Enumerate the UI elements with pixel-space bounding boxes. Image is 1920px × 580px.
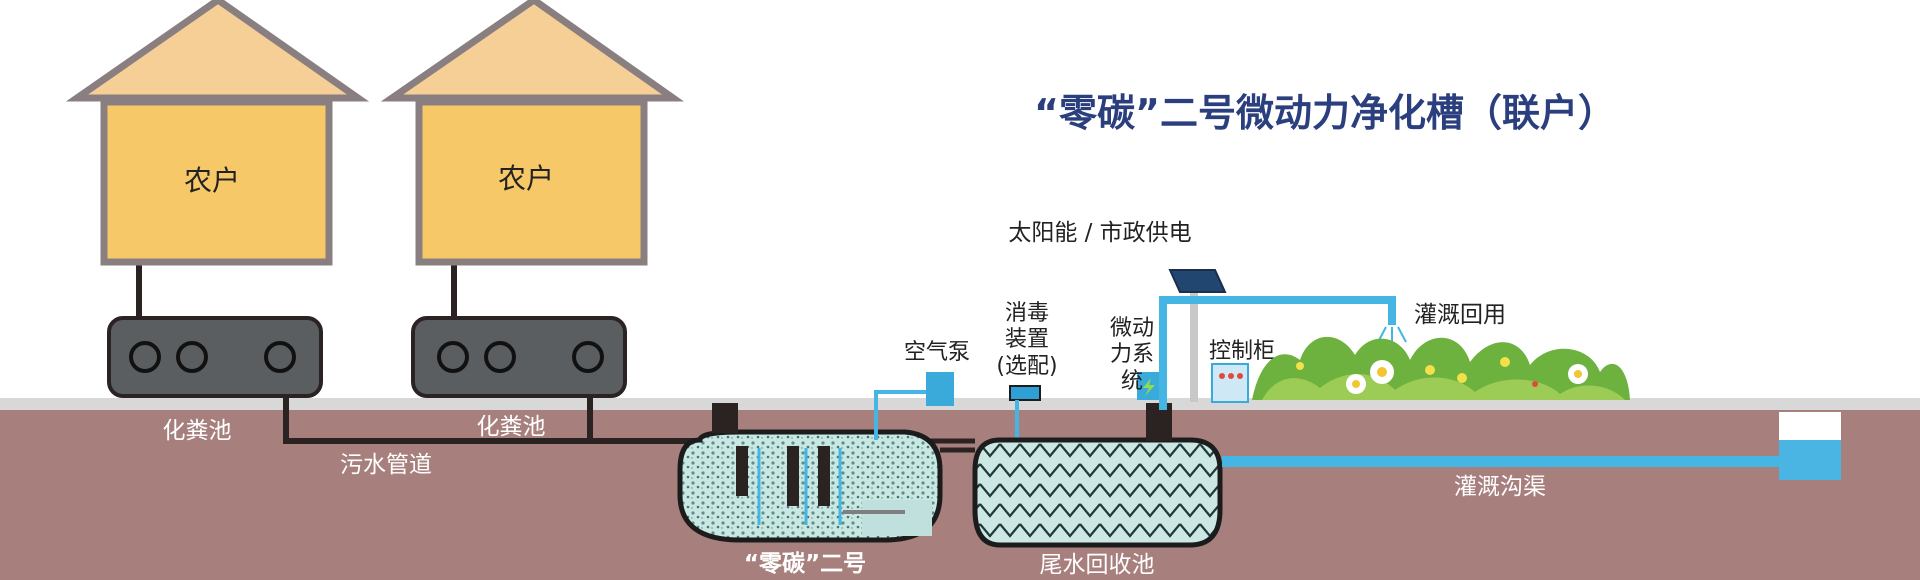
- control-cabinet: 控制柜: [1209, 339, 1275, 403]
- solar-pole: [1190, 280, 1198, 402]
- house-wall: [415, 98, 648, 266]
- purifier-label: “零碳”二号: [744, 551, 866, 577]
- indicator-light: [1237, 373, 1243, 379]
- house-wall: [100, 98, 333, 266]
- disinfection-label-line-2: 装置: [1005, 327, 1049, 352]
- control-cabinet-box: [1211, 363, 1249, 403]
- irrigation-ditch-label: 灌溉沟渠: [1454, 474, 1546, 500]
- ladybug-icon: [1532, 381, 1538, 387]
- manhole-icon: [264, 341, 296, 373]
- flower-center: [1377, 367, 1387, 377]
- recovery-tank: 尾水回收池: [972, 403, 1223, 578]
- power-system-label-line-3: 统: [1121, 369, 1143, 394]
- power-system-label-line-2: 力系: [1110, 342, 1154, 367]
- indicator-light: [1228, 373, 1234, 379]
- disinfection-box: [1009, 385, 1041, 401]
- solar-panel-icon: [1168, 269, 1227, 293]
- power-system-label-line-1: 微动: [1110, 316, 1154, 341]
- air-pump-box: [926, 372, 954, 406]
- recovery-tank-body: [972, 437, 1223, 548]
- septic-tank-body: [107, 316, 323, 398]
- control-cabinet-label: 控制柜: [1209, 339, 1275, 364]
- disinfection-label-line-3: (选配): [996, 354, 1057, 379]
- flower-icon: [1457, 373, 1467, 383]
- solar-panel-station: 太阳能 / 市政供电: [1008, 220, 1227, 402]
- baffle: [818, 446, 830, 506]
- air-pump: 空气泵: [874, 340, 970, 440]
- flower-center: [1574, 370, 1582, 378]
- disinfection-label-line-1: 消毒: [1005, 301, 1049, 326]
- house-roof: [380, 0, 685, 102]
- ground-surface-strip: [0, 398, 1920, 412]
- irrigation-ditch: 灌溉沟渠: [1222, 412, 1841, 500]
- septic-tank-label: 化粪池: [477, 414, 546, 440]
- manhole-icon: [129, 341, 161, 373]
- ditch-channel: [1222, 456, 1780, 467]
- air-pipe: [874, 390, 930, 440]
- flower-icon: [1500, 357, 1510, 367]
- irrigation-reuse-label: 灌溉回用: [1414, 302, 1506, 328]
- septic-tank-body: [411, 316, 627, 398]
- indicator-light: [1219, 373, 1225, 379]
- air-pump-label: 空气泵: [904, 340, 970, 365]
- recovery-tank-label: 尾水回收池: [1040, 552, 1155, 578]
- manhole-icon: [176, 341, 208, 373]
- flower-icon: [1425, 365, 1435, 375]
- power-source-label: 太阳能 / 市政供电: [1008, 220, 1191, 246]
- ditch-outlet-water: [1779, 440, 1841, 480]
- sewage-pipe-label: 污水管道: [340, 452, 432, 478]
- manhole-icon: [484, 341, 516, 373]
- flower-center: [1352, 380, 1360, 388]
- baffle: [736, 446, 748, 496]
- manhole-icon: [572, 341, 604, 373]
- irrigation-reuse-pipe: [1159, 296, 1396, 410]
- farmhouse-2: 农户: [380, 0, 685, 320]
- flower-icon: [1296, 362, 1304, 370]
- diagram-title: “零碳”二号微动力净化槽（联户）: [1034, 91, 1616, 135]
- purifier-tank: “零碳”二号: [677, 403, 975, 577]
- micro-power-system: 微动 力系 统: [1110, 316, 1159, 400]
- septic-tank-label: 化粪池: [163, 418, 232, 444]
- septic-tank-1: 化粪池: [107, 316, 323, 444]
- house-roof: [65, 0, 370, 102]
- house-label: 农户: [184, 164, 240, 197]
- irrigated-vegetation: [1252, 336, 1630, 400]
- septic-tank-2: 化粪池: [411, 316, 627, 440]
- clear-water-chamber: [862, 500, 932, 536]
- disinfection-device: 消毒 装置 (选配): [996, 301, 1058, 510]
- inspection-port: [712, 403, 738, 433]
- baffle: [787, 446, 799, 506]
- lightning-icon: [1143, 378, 1155, 396]
- farmhouse-1: 农户: [65, 0, 370, 320]
- house-label: 农户: [498, 162, 554, 195]
- manhole-icon: [437, 341, 469, 373]
